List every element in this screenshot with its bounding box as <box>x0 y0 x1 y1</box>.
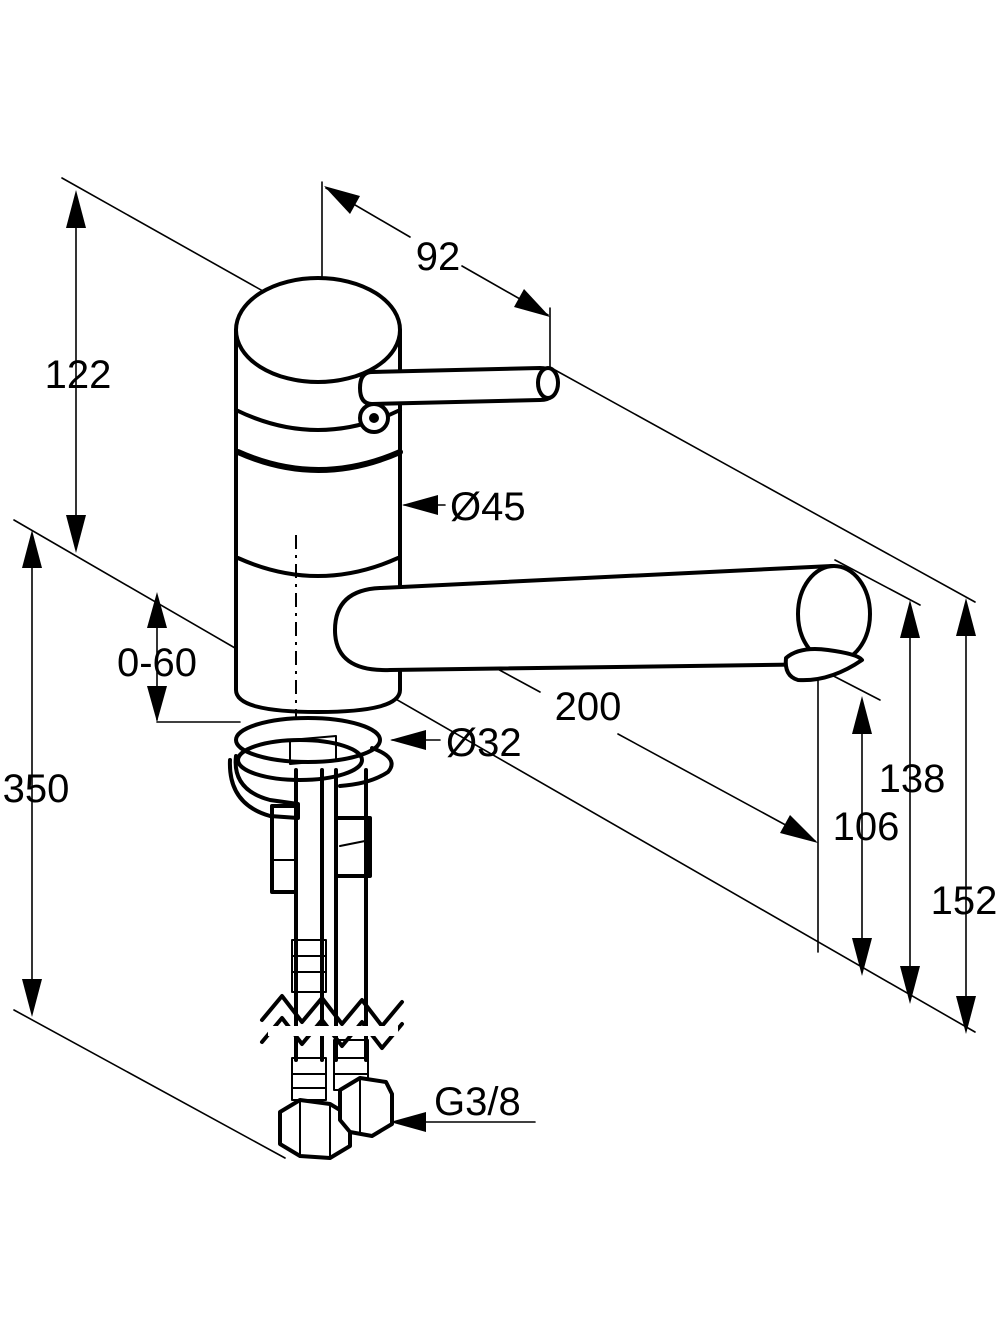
dim-body-height: 122 <box>45 353 112 397</box>
dim-lever-reach: 92 <box>416 235 461 279</box>
dim-connection-thread: G3/8 <box>434 1080 521 1124</box>
dim-overall-height: 152 <box>931 879 998 923</box>
dim-swivel-height: 0-60 <box>117 641 197 685</box>
supply-hoses <box>260 768 404 1101</box>
lever-handle <box>358 366 560 434</box>
dim-spout-reach: 200 <box>555 685 622 729</box>
dim-body-diameter: Ø45 <box>450 485 526 529</box>
dim-spout-top-height: 138 <box>879 757 946 801</box>
dim-hose-length: 350 <box>3 767 70 811</box>
dimension-labels: 92 122 Ø45 200 0-60 Ø32 G3/8 350 106 138… <box>3 235 998 1124</box>
dim-base-diameter: Ø32 <box>446 721 522 765</box>
spout <box>333 564 872 683</box>
dim-spout-outlet-height: 106 <box>833 805 900 849</box>
connection-nuts <box>278 1076 394 1160</box>
